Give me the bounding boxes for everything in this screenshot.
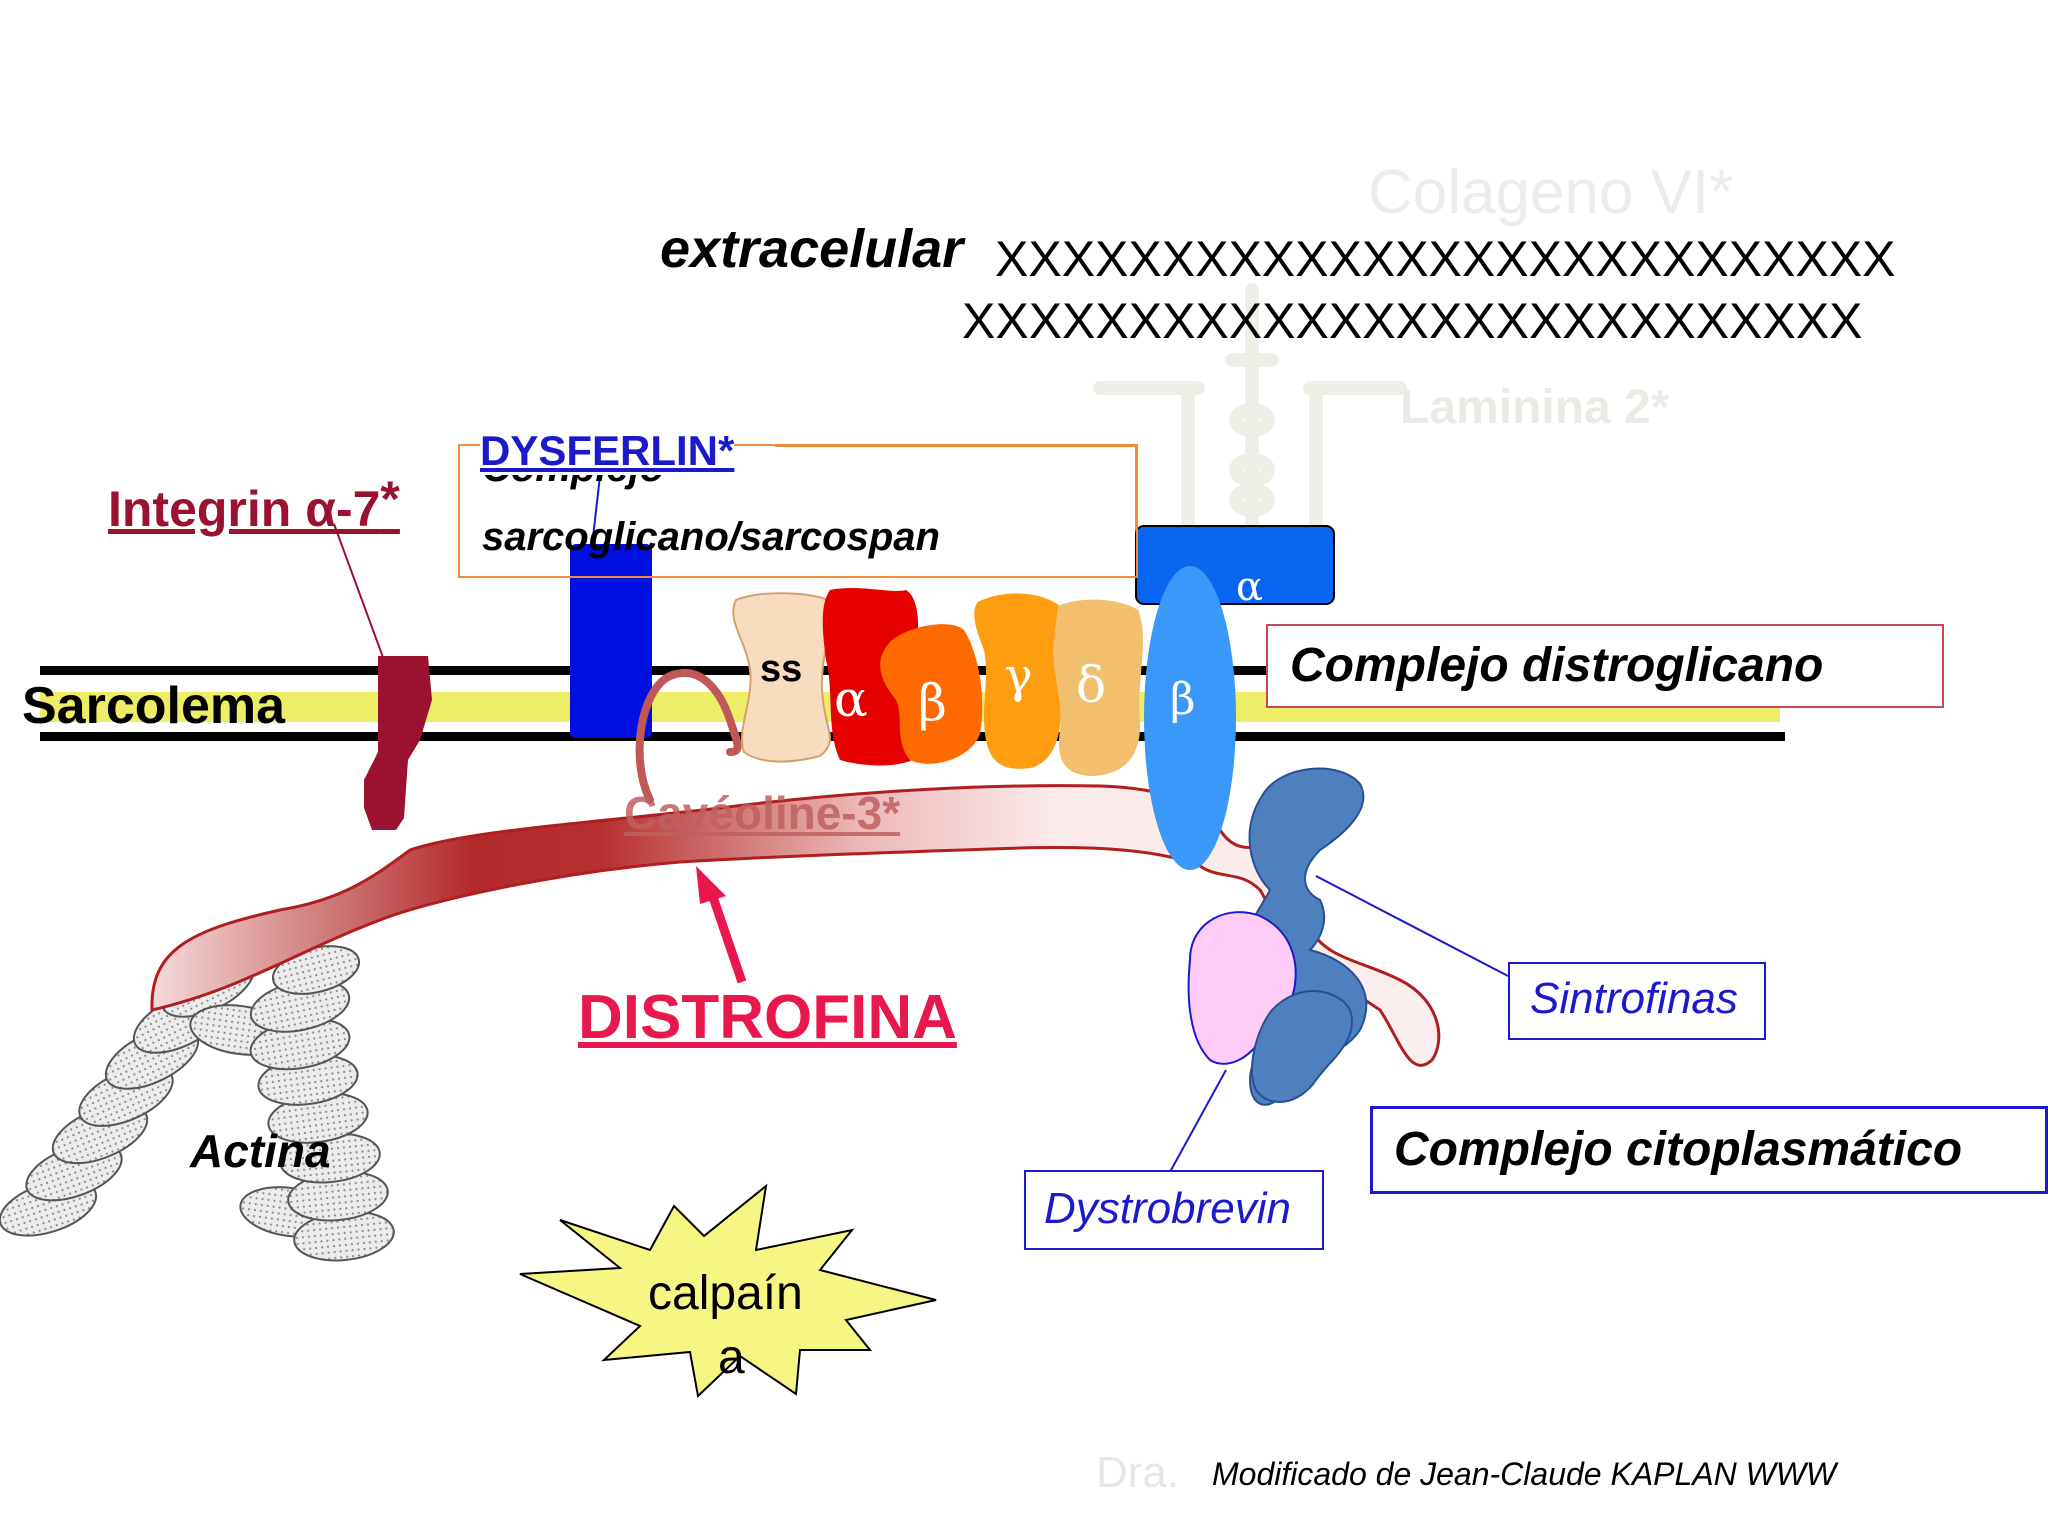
integrin-protein: [364, 656, 432, 830]
delta-sarcoglycan: [1053, 599, 1143, 776]
sarcoglycan-box: [458, 444, 1138, 578]
delta-sarcoglycan-label: δ: [1076, 656, 1107, 714]
gamma-sarcoglycan-label: γ: [1004, 648, 1033, 704]
citoplasmatico-box: [1370, 1106, 2048, 1194]
alpha-dystroglycan-label: α: [1236, 564, 1264, 610]
gamma-sarcoglycan: [974, 593, 1064, 769]
integrin-label-text: Integrin α-7: [108, 481, 381, 537]
caveolin-loop: [635, 669, 742, 804]
laminina-label: Laminina 2*: [1400, 381, 1670, 434]
ss-label: ss: [760, 648, 803, 690]
calpain-label-1: calpaín: [648, 1267, 803, 1320]
dystrobrevin-box: [1024, 1170, 1324, 1250]
integrin-label: Integrin α-7*: [108, 470, 400, 538]
sarcolema-label: Sarcolema: [22, 677, 286, 735]
laminin-structure: [1093, 283, 1407, 567]
dysferlin-label: DYSFERLIN*: [480, 427, 735, 475]
sintrofinas-box: [1508, 962, 1766, 1040]
citoplasmatico-label: Complejo citoplasmático: [1394, 1123, 1963, 1176]
credit-label: Modificado de Jean-Claude KAPLAN WWW: [1212, 1456, 1837, 1492]
dysferlin-block: [570, 544, 652, 738]
caveoline-label: Cavéoline-3*: [624, 787, 901, 839]
beta-sarcoglycan: [880, 624, 983, 764]
distrofina-label: DISTROFINA: [578, 983, 957, 1052]
alpha-sarcoglycan: [822, 588, 925, 766]
beta-dystroglycan-label: β: [1170, 674, 1196, 725]
alpha-sarcoglycan-label: α: [834, 670, 868, 728]
calpain-label-2: a: [718, 1331, 745, 1384]
sintrofinas-label: Sintrofinas: [1530, 974, 1738, 1023]
calpain-star: [519, 1183, 937, 1399]
beta-sarcoglycan-label: β: [918, 674, 947, 732]
distroglicano-label: Complejo distroglicano: [1290, 639, 1824, 692]
collagen-row-1: XXXXXXXXXXXXXXXXXXXXXXXXXXX: [995, 231, 1896, 287]
beta-dystroglycan: [1144, 566, 1236, 870]
distroglicano-box: [1266, 624, 1944, 708]
integrin-star: *: [380, 471, 400, 527]
actina-label: Actina: [190, 1125, 331, 1177]
dystrobrevin-label: Dystrobrevin: [1044, 1184, 1291, 1233]
colageno-label: Colageno VI*: [1368, 158, 1734, 227]
distrofina-arrow: [696, 866, 747, 984]
author-watermark: Dra.: [1096, 1448, 1180, 1497]
collagen-row-2: XXXXXXXXXXXXXXXXXXXXXXXXXXX: [962, 293, 1863, 349]
complejo-sarco-label-2: sarcoglicano/sarcospan: [482, 515, 940, 559]
dystrophin-protein: [150, 784, 1441, 1067]
extracelular-label: extracelular: [660, 219, 964, 279]
syntrophin-complex: [1187, 767, 1368, 1106]
